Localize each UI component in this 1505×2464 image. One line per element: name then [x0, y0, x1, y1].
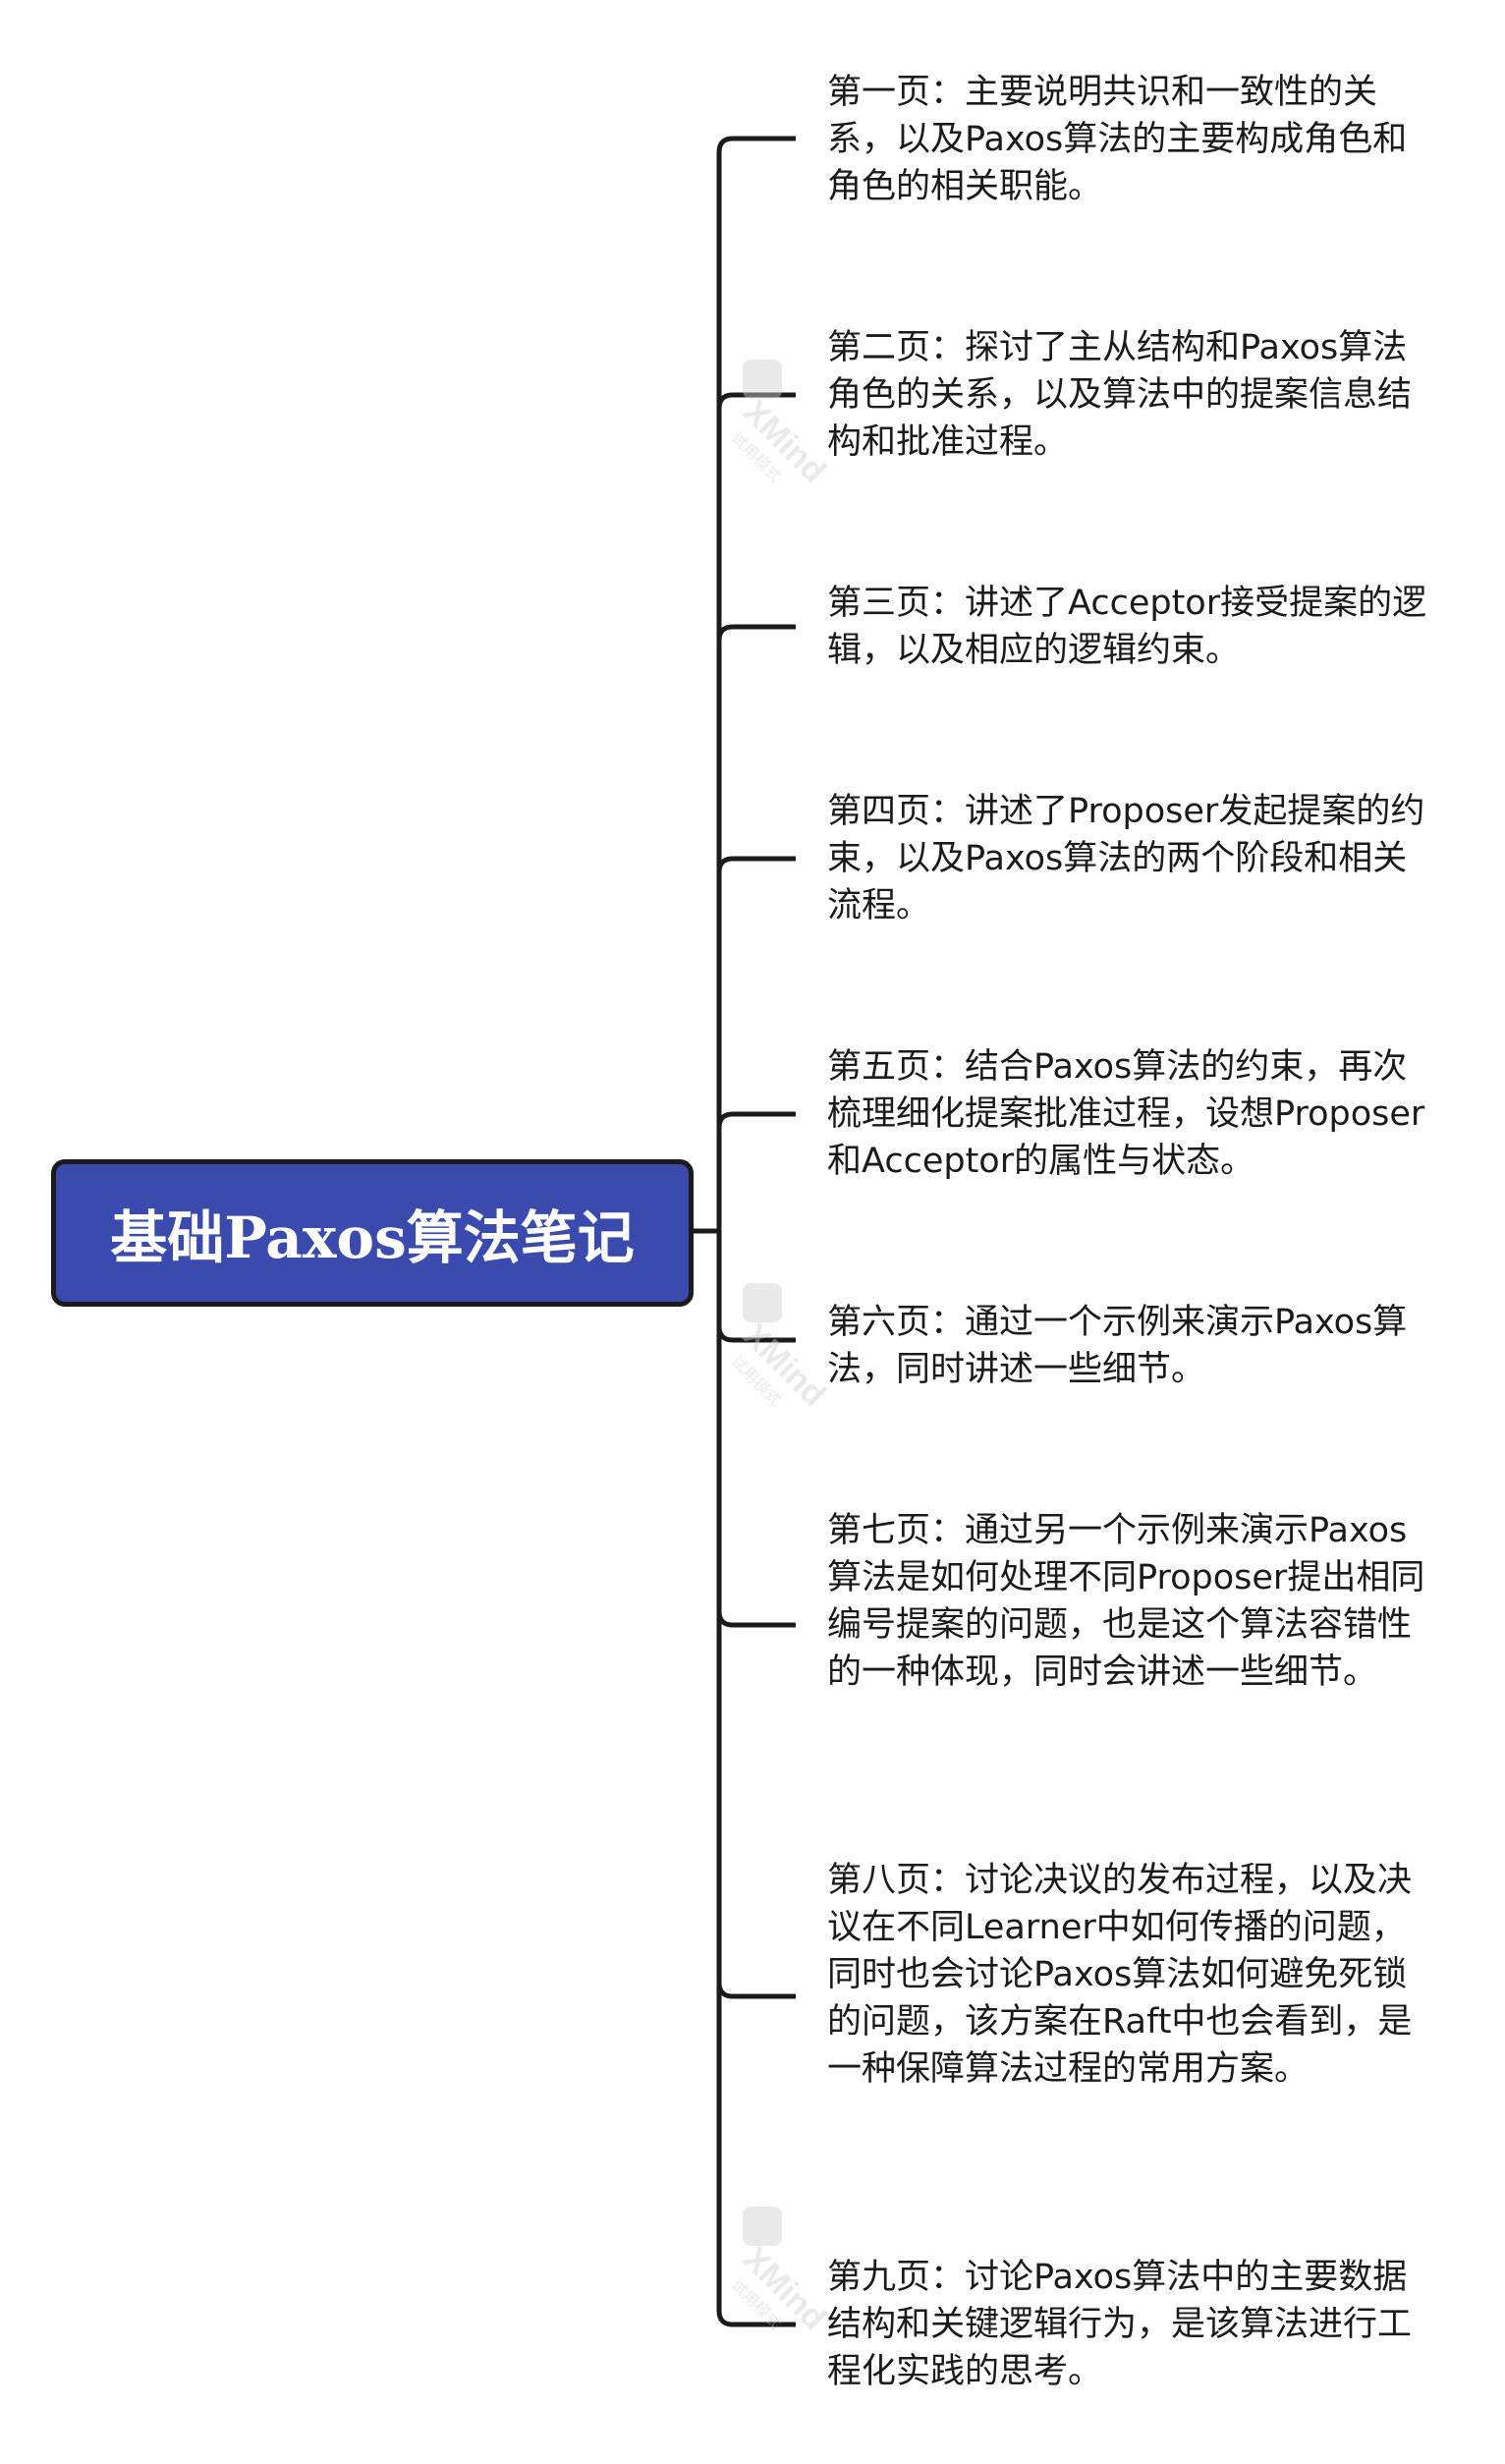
branch-5 [716, 1111, 796, 1129]
subtopic-5[interactable]: 第五页：结合Paxos算法的约束，再次梳理细化提案批准过程，设想Proposer… [827, 1047, 1425, 1181]
branch-2 [716, 392, 796, 410]
branch-8 [716, 1982, 796, 1999]
subtopic-8[interactable]: 第八页：讨论决议的发布过程，以及决议在不同Learner中如何传播的问题，同时也… [827, 1861, 1413, 2089]
subtopic-1[interactable]: 第一页：主要说明共识和一致性的关系，以及Paxos算法的主要构成角色和角色的相关… [827, 73, 1408, 206]
branch-7 [716, 1610, 796, 1628]
subtopic-9[interactable]: 第九页：讨论Paxos算法中的主要数据结构和关键逻辑行为，是该算法进行工程化实践… [827, 2258, 1413, 2391]
root-title: 基础Paxos算法笔记 [110, 1204, 635, 1271]
subtopic-7[interactable]: 第七页：通过另一个示例来演示Paxos算法是如何处理不同Proposer提出相同… [827, 1511, 1425, 1692]
subtopic-6[interactable]: 第六页：通过一个示例来演示Paxos算法，同时讲述一些细节。 [827, 1303, 1408, 1389]
branch-4 [716, 856, 796, 873]
subtopic-4[interactable]: 第四页：讲述了Proposer发起提案的约束，以及Paxos算法的两个阶段和相关… [827, 792, 1425, 925]
root-topic[interactable]: 基础Paxos算法笔记 [51, 1159, 694, 1307]
subtopic-2[interactable]: 第二页：探讨了主从结构和Paxos算法角色的关系，以及算法中的提案信息结构和批准… [827, 328, 1413, 462]
branch-6 [716, 1325, 796, 1343]
branch-3 [716, 624, 796, 642]
subtopic-3[interactable]: 第三页：讲述了Acceptor接受提案的逻辑，以及相应的逻辑约束。 [827, 584, 1427, 670]
trunk-line [716, 136, 796, 2327]
